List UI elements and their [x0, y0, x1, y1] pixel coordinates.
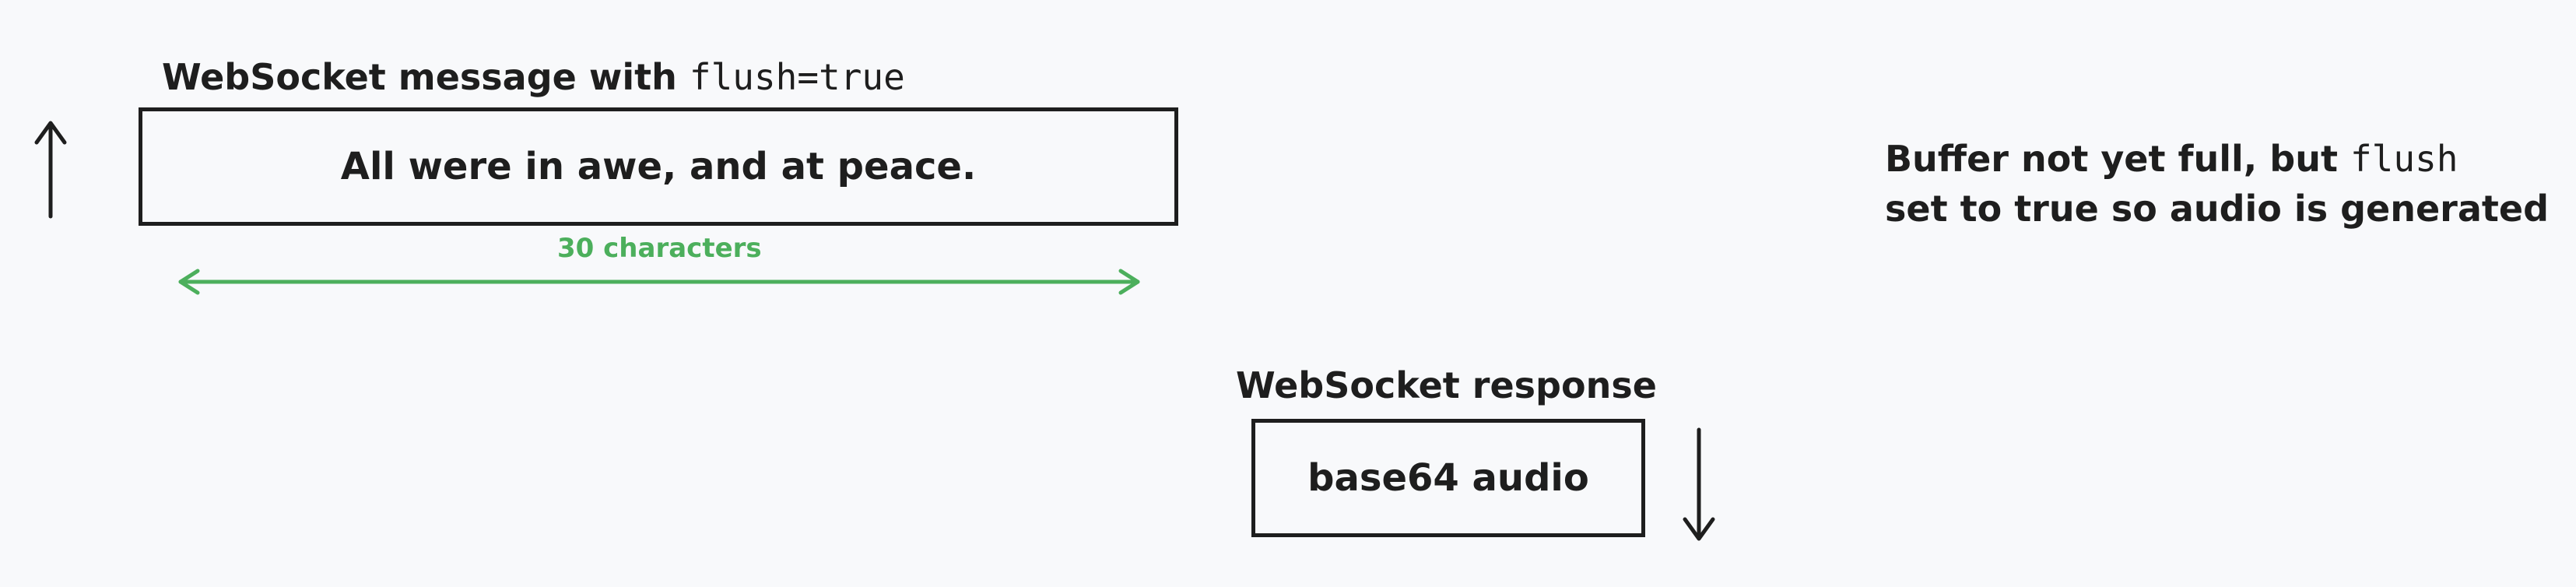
request-title: WebSocket message with flush=true: [162, 59, 905, 95]
flush-note-line-1: Buffer not yet full, but flush: [1885, 134, 2549, 184]
flush-note: Buffer not yet full, but flush set to tr…: [1885, 134, 2549, 234]
flush-note-line-2: set to true so audio is generated: [1885, 188, 2549, 230]
response-title: WebSocket response: [1236, 364, 1657, 406]
request-title-text: WebSocket message with: [162, 56, 690, 98]
up-arrow-icon: [34, 121, 67, 219]
flush-note-line-1-text: Buffer not yet full, but: [1885, 138, 2350, 180]
response-audio-box: base64 audio: [1251, 419, 1645, 537]
request-message-text: All were in awe, and at peace.: [340, 145, 977, 188]
flush-note-line-1-code: flush: [2350, 138, 2458, 180]
down-arrow-icon: [1683, 427, 1715, 541]
request-message-box: All were in awe, and at peace.: [139, 107, 1178, 226]
response-audio-text: base64 audio: [1307, 456, 1589, 500]
request-title-code: flush=true: [689, 56, 905, 98]
character-count-label: 30 characters: [557, 233, 762, 264]
character-length-arrow: [178, 269, 1140, 295]
